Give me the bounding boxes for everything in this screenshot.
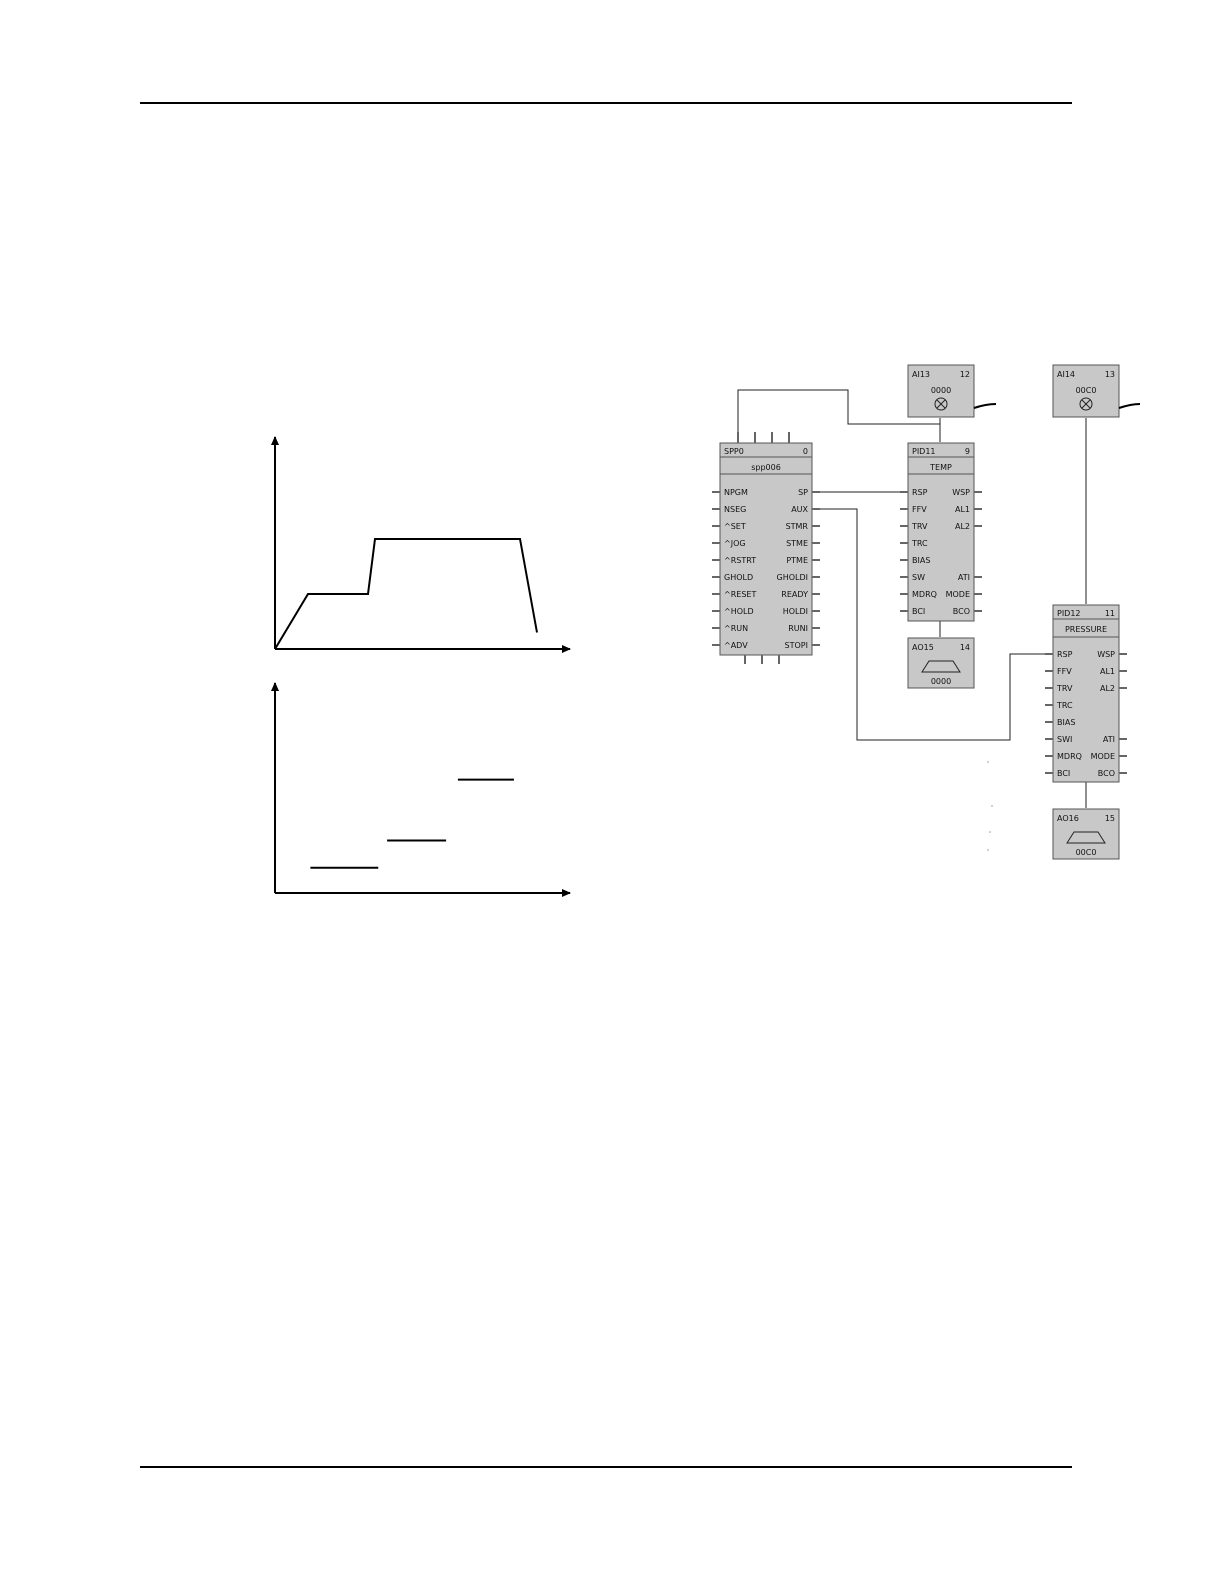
spp0-input-hold: ^HOLD [724,607,754,616]
pid11-input-rsp: RSP [912,488,928,497]
spp0-input-npgm: NPGM [724,488,748,497]
ai14-num: 13 [1105,370,1115,379]
spp0-name: SPP0 [724,447,744,456]
pid12-input-mdrq: MDRQ [1057,752,1082,761]
pid11-input-trc: TRC [911,539,928,548]
spp0-block[interactable]: SPP0 0 spp006 NPGM NSEG ^SET ^JOG ^RSTRT GHOL… [712,432,820,664]
ai13-input-tail [973,403,997,409]
spp0-tag: spp006 [751,463,781,472]
pid11-output-al1: AL1 [955,505,970,514]
pid12-num: 11 [1105,609,1115,618]
pid11-num: 9 [965,447,970,456]
sensor-icon [1079,397,1093,411]
spp0-input-nseg: NSEG [724,505,746,514]
valve-icon [921,660,961,673]
profile-chart [271,436,571,653]
ao15-value: 0000 [931,677,951,686]
pid11-output-al2: AL2 [955,522,970,531]
pid12-block[interactable]: PID12 11 PRESSURE RSP FFV TRV TRC BIAS SWI MDR… [1045,604,1127,783]
sensor-icon [934,397,948,411]
pid12-tag: PRESSURE [1065,625,1107,634]
pid11-input-sw: SW [912,573,925,582]
spp0-input-rstrt: ^RSTRT [724,556,756,565]
ai13-num: 12 [960,370,970,379]
wires [737,389,1087,808]
spp0-input-run: ^RUN [724,624,748,633]
pid11-input-bias: BIAS [912,556,930,565]
pid11-input-ffv: FFV [912,505,927,514]
ai14-name: AI14 [1057,370,1075,379]
pid12-output-wsp: WSP [1097,650,1115,659]
pid12-output-al2: AL2 [1100,684,1115,693]
spp0-input-ghold: GHOLD [724,573,753,582]
pid12-output-al1: AL1 [1100,667,1115,676]
pid11-output-ati: ATI [958,573,970,582]
scan-specks [987,761,993,851]
pid11-output-wsp: WSP [952,488,970,497]
spp0-num: 0 [803,447,808,456]
spp0-output-gholdi: GHOLDI [777,573,809,582]
profile-line [274,538,538,650]
spp0-output-runi: RUNI [788,624,808,633]
ao16-block[interactable]: AO16 15 00C0 [1052,808,1120,860]
spp0-output-stme: STME [786,539,808,548]
spp0-output-sp: SP [798,488,808,497]
pid11-input-trv: TRV [911,522,928,531]
spp0-output-stmr: STMR [786,522,809,531]
spp0-input-jog: ^JOG [724,539,746,548]
pid11-tag: TEMP [929,463,952,472]
spp0-input-adv: ^ADV [724,641,748,650]
pid12-input-rsp: RSP [1057,650,1073,659]
ai14-block[interactable]: AI14 13 00C0 [1052,364,1141,418]
pid12-input-trc: TRC [1056,701,1073,710]
spp0-input-reset: ^RESET [724,590,756,599]
pid11-input-bci: BCI [912,607,925,616]
ao16-value: 00C0 [1076,848,1097,857]
pid12-input-trv: TRV [1056,684,1073,693]
spp0-output-ptme: PTME [786,556,808,565]
valve-icon [1066,831,1106,844]
pid12-output-ati: ATI [1103,735,1115,744]
pid12-output-mode: MODE [1091,752,1115,761]
pid12-output-bco: BCO [1098,769,1115,778]
spp0-output-aux: AUX [791,505,808,514]
ai13-block[interactable]: AI13 12 0000 [907,364,997,418]
pid12-name: PID12 [1057,609,1081,618]
ao16-name: AO16 [1057,814,1079,823]
ao15-block[interactable]: AO15 14 0000 [907,637,975,689]
ao16-num: 15 [1105,814,1115,823]
ai14-value: 00C0 [1076,386,1097,395]
ao15-num: 14 [960,643,970,652]
spp0-output-stopi: STOPI [785,641,808,650]
pid12-input-bci: BCI [1057,769,1070,778]
spp0-output-ready: READY [781,590,808,599]
pid12-input-ffv: FFV [1057,667,1072,676]
ai14-input-tail [1118,403,1141,409]
pid11-name: PID11 [912,447,936,456]
pid12-input-swi: SWI [1057,735,1072,744]
spp0-output-holdi: HOLDI [783,607,808,616]
pid12-input-bias: BIAS [1057,718,1075,727]
pid11-output-mode: MODE [946,590,970,599]
wire-aux-to-pid12-rsp [812,508,1048,741]
spp0-input-set: ^SET [724,522,746,531]
ai13-name: AI13 [912,370,930,379]
pid11-block[interactable]: PID11 9 TEMP RSP FFV TRV TRC BIAS SW MDRQ BCI WS… [900,442,982,622]
pid11-input-mdrq: MDRQ [912,590,937,599]
pid11-output-bco: BCO [953,607,970,616]
ai13-value: 0000 [931,386,951,395]
aux-chart [271,682,571,897]
ao15-name: AO15 [912,643,934,652]
